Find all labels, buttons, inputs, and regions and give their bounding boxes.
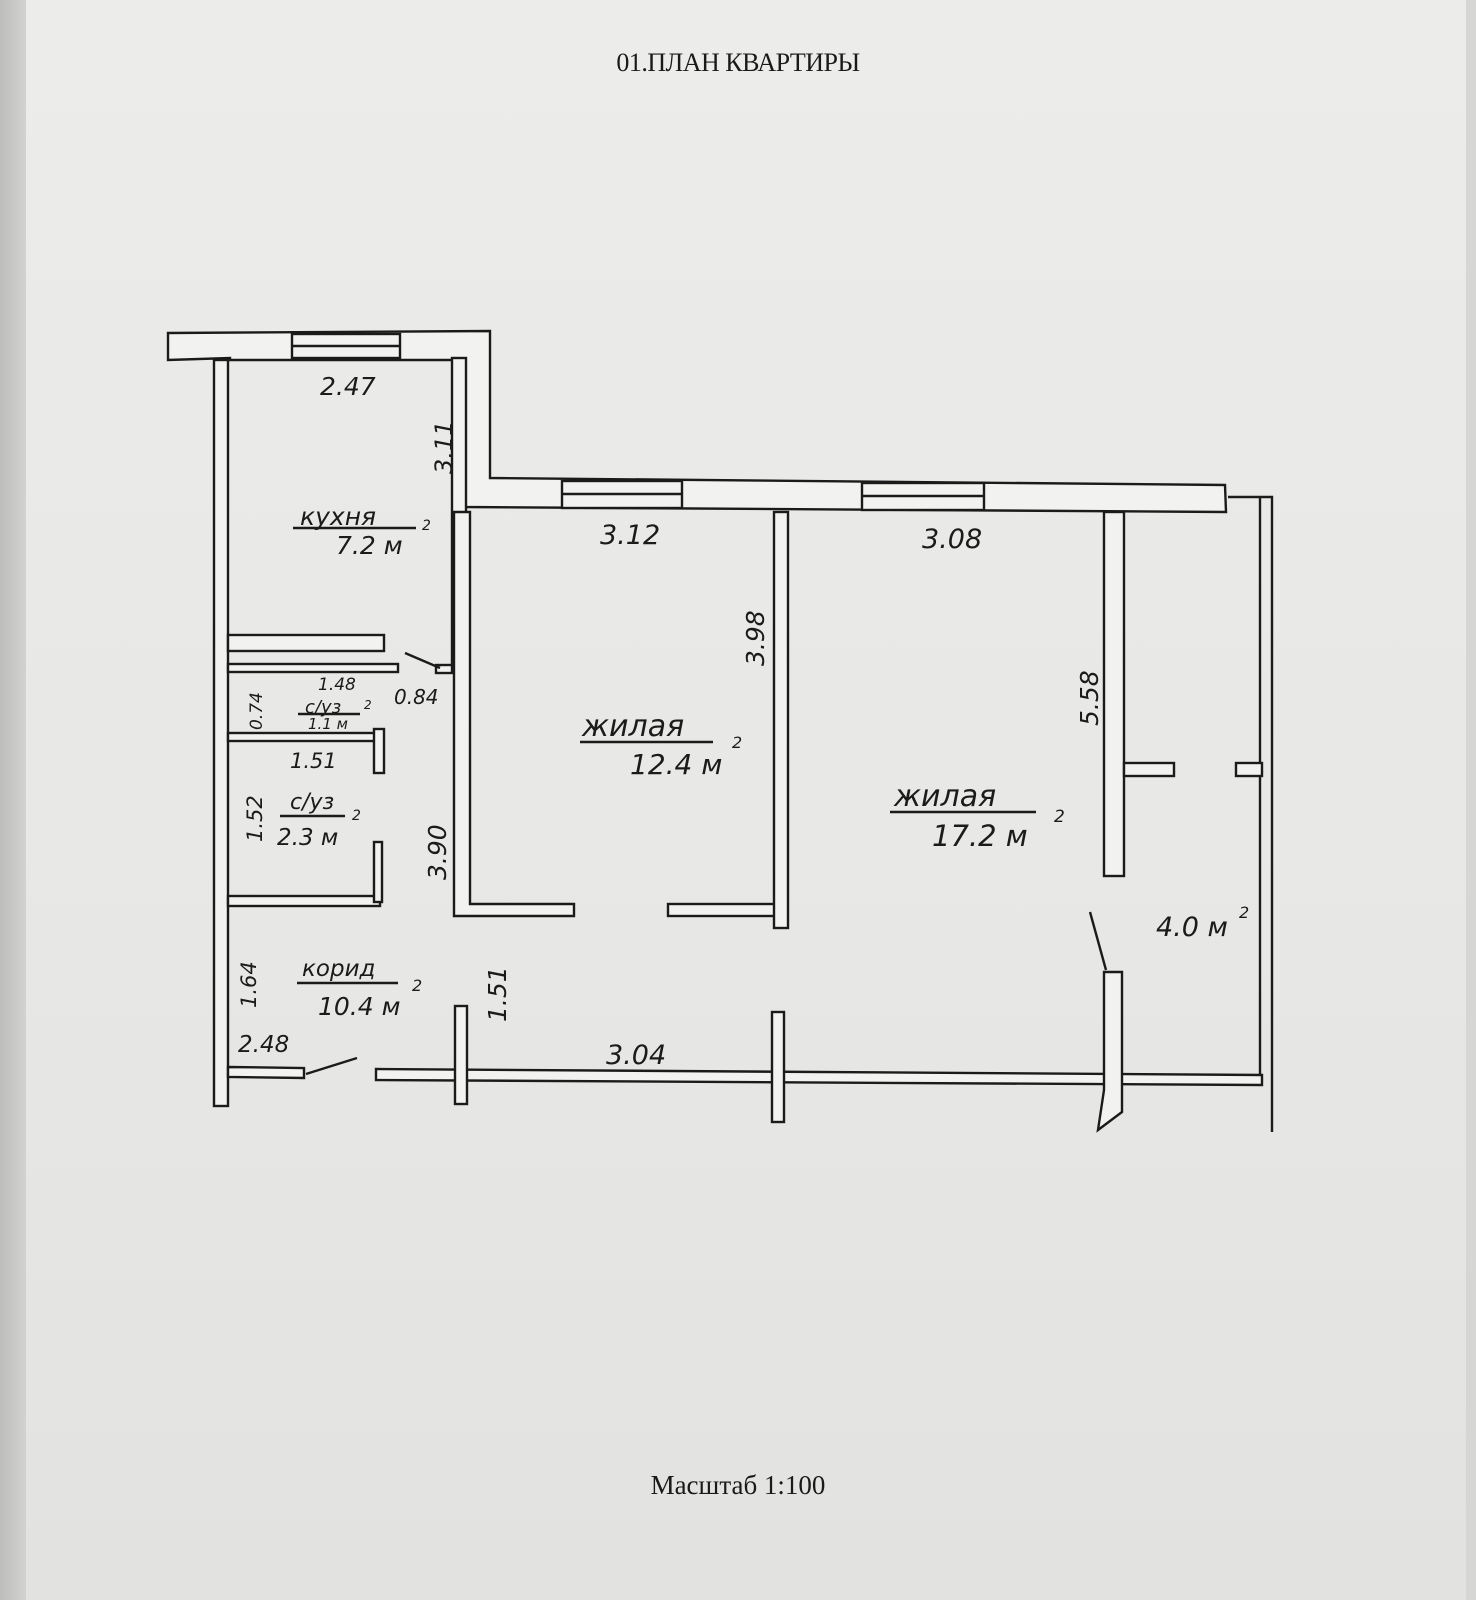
kitchen-door-swing bbox=[404, 651, 441, 670]
dim-1-64: 1.64 bbox=[237, 961, 261, 1008]
corridor-post-1 bbox=[453, 1004, 469, 1106]
dimension-labels: 2.47 3.11 3.12 3.08 3.98 5.58 1.48 0.74 … bbox=[237, 372, 1104, 1071]
bottom-wall bbox=[374, 1067, 1264, 1087]
corridor-area: 10.4 м bbox=[318, 992, 400, 1021]
dim-2-47: 2.47 bbox=[320, 372, 376, 401]
entrance-door-swing bbox=[305, 1056, 358, 1076]
wc-name: с/уз bbox=[290, 790, 334, 815]
living2-name: жилая bbox=[893, 779, 996, 814]
dim-1-52: 1.52 bbox=[243, 795, 267, 842]
living1-name: жилая bbox=[581, 709, 684, 744]
balcony-door-jamb-1 bbox=[1122, 761, 1176, 778]
dim-1-51-corr: 1.51 bbox=[483, 966, 512, 1022]
dim-1-51-wc: 1.51 bbox=[290, 749, 337, 773]
wc-area-sup: 2 bbox=[352, 808, 361, 824]
living2-right-wall bbox=[1102, 510, 1126, 878]
dim-3-08: 3.08 bbox=[922, 524, 982, 555]
wc-right-wall-1 bbox=[372, 727, 386, 775]
room-labels: кухня 7.2 м 2 с/уз 1.1 м 2 с/уз 2.3 м 2 … bbox=[277, 502, 1249, 1021]
sheet-left-edge bbox=[0, 0, 26, 1600]
balcony-door-jamb-2 bbox=[1234, 761, 1264, 778]
wc-mid-wall-2 bbox=[226, 731, 380, 743]
dim-3-11: 3.11 bbox=[430, 421, 458, 474]
living1-area-sup: 2 bbox=[732, 733, 742, 752]
corridor-area-sup: 2 bbox=[412, 976, 422, 995]
living-partition-wall bbox=[772, 510, 790, 930]
living2-area: 17.2 м bbox=[932, 819, 1028, 853]
wc-small-area: 1.1 м bbox=[308, 715, 348, 733]
dim-3-04: 3.04 bbox=[606, 1040, 666, 1071]
wc-top-wall bbox=[226, 633, 386, 653]
dim-0-74: 0.74 bbox=[247, 692, 267, 730]
page-title: 01.ПЛАН КВАРТИРЫ bbox=[616, 48, 860, 77]
living2-area-sup: 2 bbox=[1054, 807, 1065, 827]
balcony-outer-wall bbox=[1228, 495, 1274, 1132]
dim-5-58: 5.58 bbox=[1075, 670, 1104, 726]
dim-2-48: 2.48 bbox=[238, 1032, 289, 1058]
wc-area: 2.3 м bbox=[277, 825, 338, 851]
kitchen-area-sup: 2 bbox=[422, 518, 431, 534]
bottom-wall-left bbox=[226, 1065, 306, 1080]
balcony-area: 4.0 м bbox=[1156, 912, 1228, 943]
dim-3-90: 3.90 bbox=[423, 824, 452, 880]
wc-small-name: с/уз bbox=[305, 697, 341, 718]
dim-3-98: 3.98 bbox=[741, 610, 770, 666]
living1-left-wall bbox=[452, 510, 576, 918]
wc-bottom-wall bbox=[226, 894, 382, 908]
balcony-door-swing bbox=[1088, 911, 1108, 971]
paper-sheet bbox=[26, 0, 1466, 1600]
dim-0-84: 0.84 bbox=[394, 685, 439, 709]
wc-small-area-sup: 2 bbox=[364, 698, 372, 712]
kitchen-name: кухня bbox=[300, 502, 376, 531]
left-outer-wall bbox=[212, 358, 230, 1108]
dim-1-48: 1.48 bbox=[318, 675, 356, 695]
corridor-name: корид bbox=[302, 956, 375, 982]
kitchen-area: 7.2 м bbox=[336, 531, 403, 560]
wc-door-jamb bbox=[434, 663, 454, 675]
dim-3-12: 3.12 bbox=[600, 520, 660, 551]
balcony-bottom-partition bbox=[1096, 970, 1124, 1133]
corridor-post-2 bbox=[770, 1010, 786, 1124]
scale-label: Масштаб 1:100 bbox=[650, 1470, 826, 1500]
balcony-area-sup: 2 bbox=[1239, 903, 1249, 922]
walls bbox=[166, 329, 1274, 1133]
wc-mid-wall-1 bbox=[226, 662, 400, 674]
living1-area: 12.4 м bbox=[630, 748, 722, 781]
wc-right-wall-2 bbox=[372, 840, 384, 904]
living1-bottom-right-wall bbox=[666, 902, 780, 918]
